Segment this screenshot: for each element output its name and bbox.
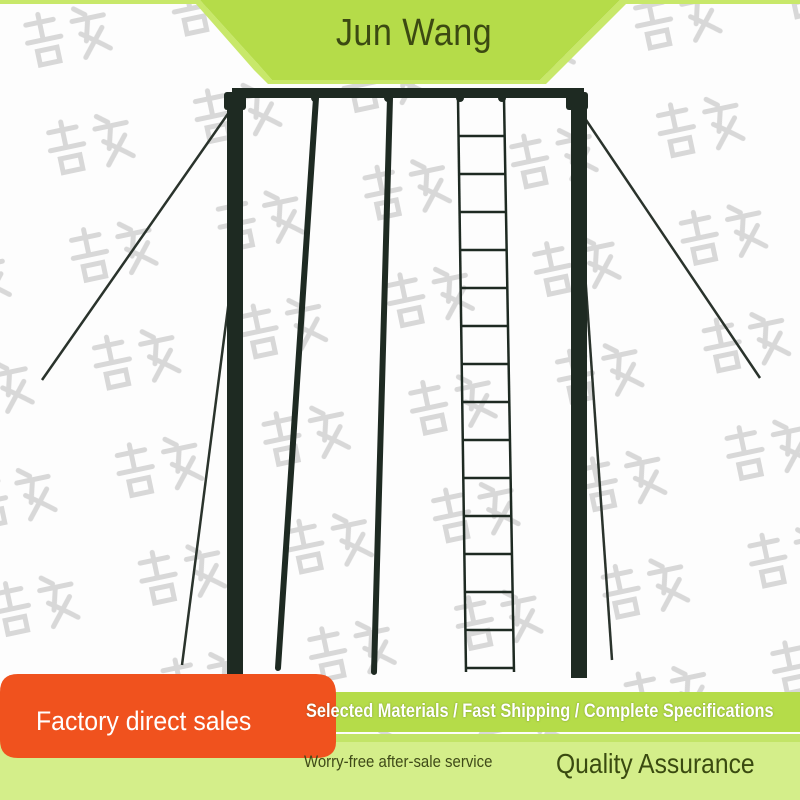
quality-assurance-text: Quality Assurance [556,748,755,779]
after-sale-service-text: Worry-free after-sale service [304,752,493,771]
brand-name: Jun Wang [335,12,493,54]
climbing-poles [275,95,393,675]
header-banner [0,0,800,84]
badge-shape [0,674,336,758]
footer-band [0,674,800,800]
tagline: Selected Materials / Fast Shipping / Com… [306,701,774,722]
factory-direct-sales-badge: Factory direct sales [36,706,252,736]
rope-ladder [456,97,516,673]
